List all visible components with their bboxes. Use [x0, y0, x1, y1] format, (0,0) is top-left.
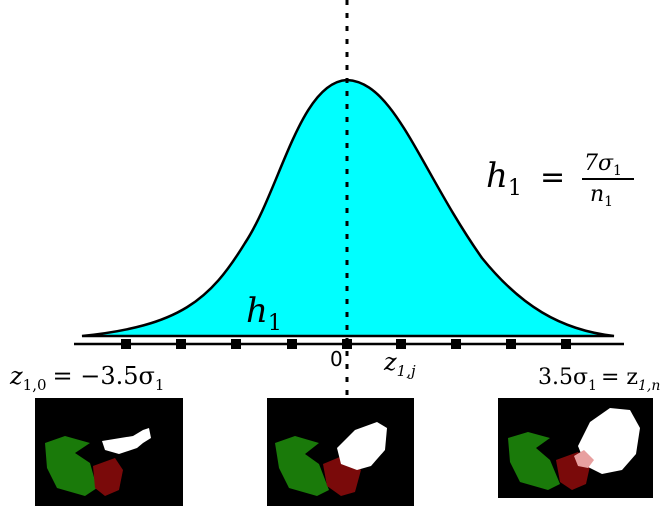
mid-label: z1,j [383, 348, 416, 380]
zero-label: 0 [330, 347, 343, 371]
width-formula: h1 = 7σ1 n1 [486, 151, 634, 210]
axis-marker [121, 339, 131, 349]
axis-marker [342, 339, 352, 349]
axis-markers [121, 339, 571, 349]
axis-marker [561, 339, 571, 349]
axis-marker [506, 339, 516, 349]
axis-marker [231, 339, 241, 349]
axis-marker [396, 339, 406, 349]
axis-marker [176, 339, 186, 349]
svg-text:7σ1: 7σ1 [584, 151, 622, 179]
svg-text:n1: n1 [590, 182, 613, 210]
area-label: h1 [246, 291, 282, 336]
axis-marker [451, 339, 461, 349]
thumbnail-right [498, 398, 653, 498]
thumbnail-middle [267, 398, 414, 506]
left-endpoint-label: z1,0= −3.5σ1 [9, 362, 164, 394]
svg-text:=: = [540, 160, 565, 195]
svg-text:h1: h1 [486, 156, 522, 201]
thumbnail-left [35, 398, 183, 506]
axis-marker [287, 339, 297, 349]
right-endpoint-label: 3.5σ1= z1,n [538, 365, 660, 394]
